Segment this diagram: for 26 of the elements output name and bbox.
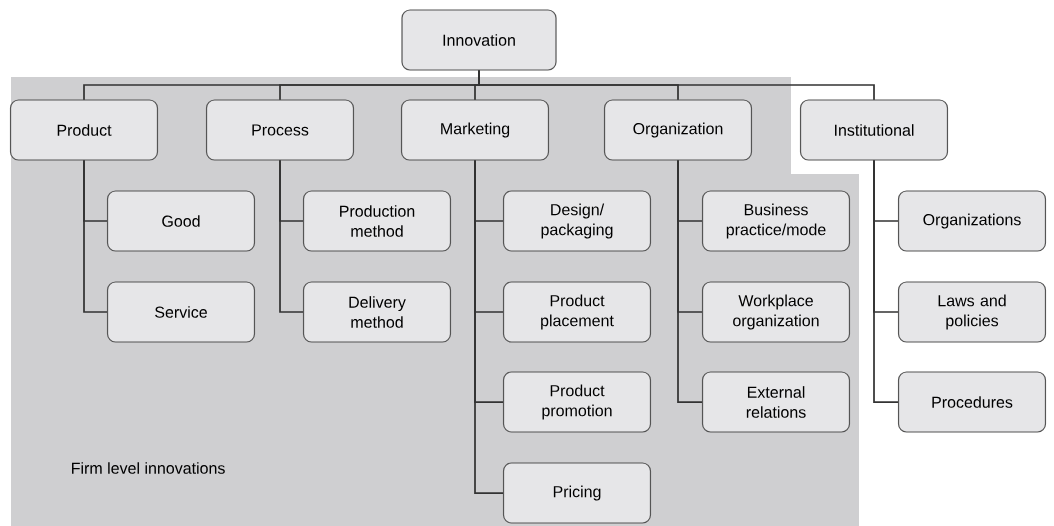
category-box: Workplace organization [701,281,851,343]
category-box: Good [106,190,256,252]
category-box: Service [106,281,256,343]
category-box: Pricing [502,462,652,524]
category-box: Production method [302,190,452,252]
connector-line [478,69,875,101]
connector-line [83,159,109,313]
category-box: Business practice/mode [701,190,851,252]
category-box: Laws and policies [897,281,1047,343]
category-box: Innovation [401,9,557,71]
category-box: Product [9,99,159,161]
category-box: Organization [603,99,753,161]
connector-line [474,159,505,494]
connector-line [279,159,305,313]
category-box: Product placement [502,281,652,343]
category-box: Process [205,99,355,161]
category-box: Procedures [897,371,1047,433]
category-box: Product promotion [502,371,652,433]
connector-line [873,159,900,403]
category-box: Marketing [400,99,550,161]
category-box: External relations [701,371,851,433]
connector-line [677,159,704,403]
category-box: Institutional [799,99,949,161]
category-box: Delivery method [302,281,452,343]
category-box: Organizations [897,190,1047,252]
category-box: Design/ packaging [502,190,652,252]
